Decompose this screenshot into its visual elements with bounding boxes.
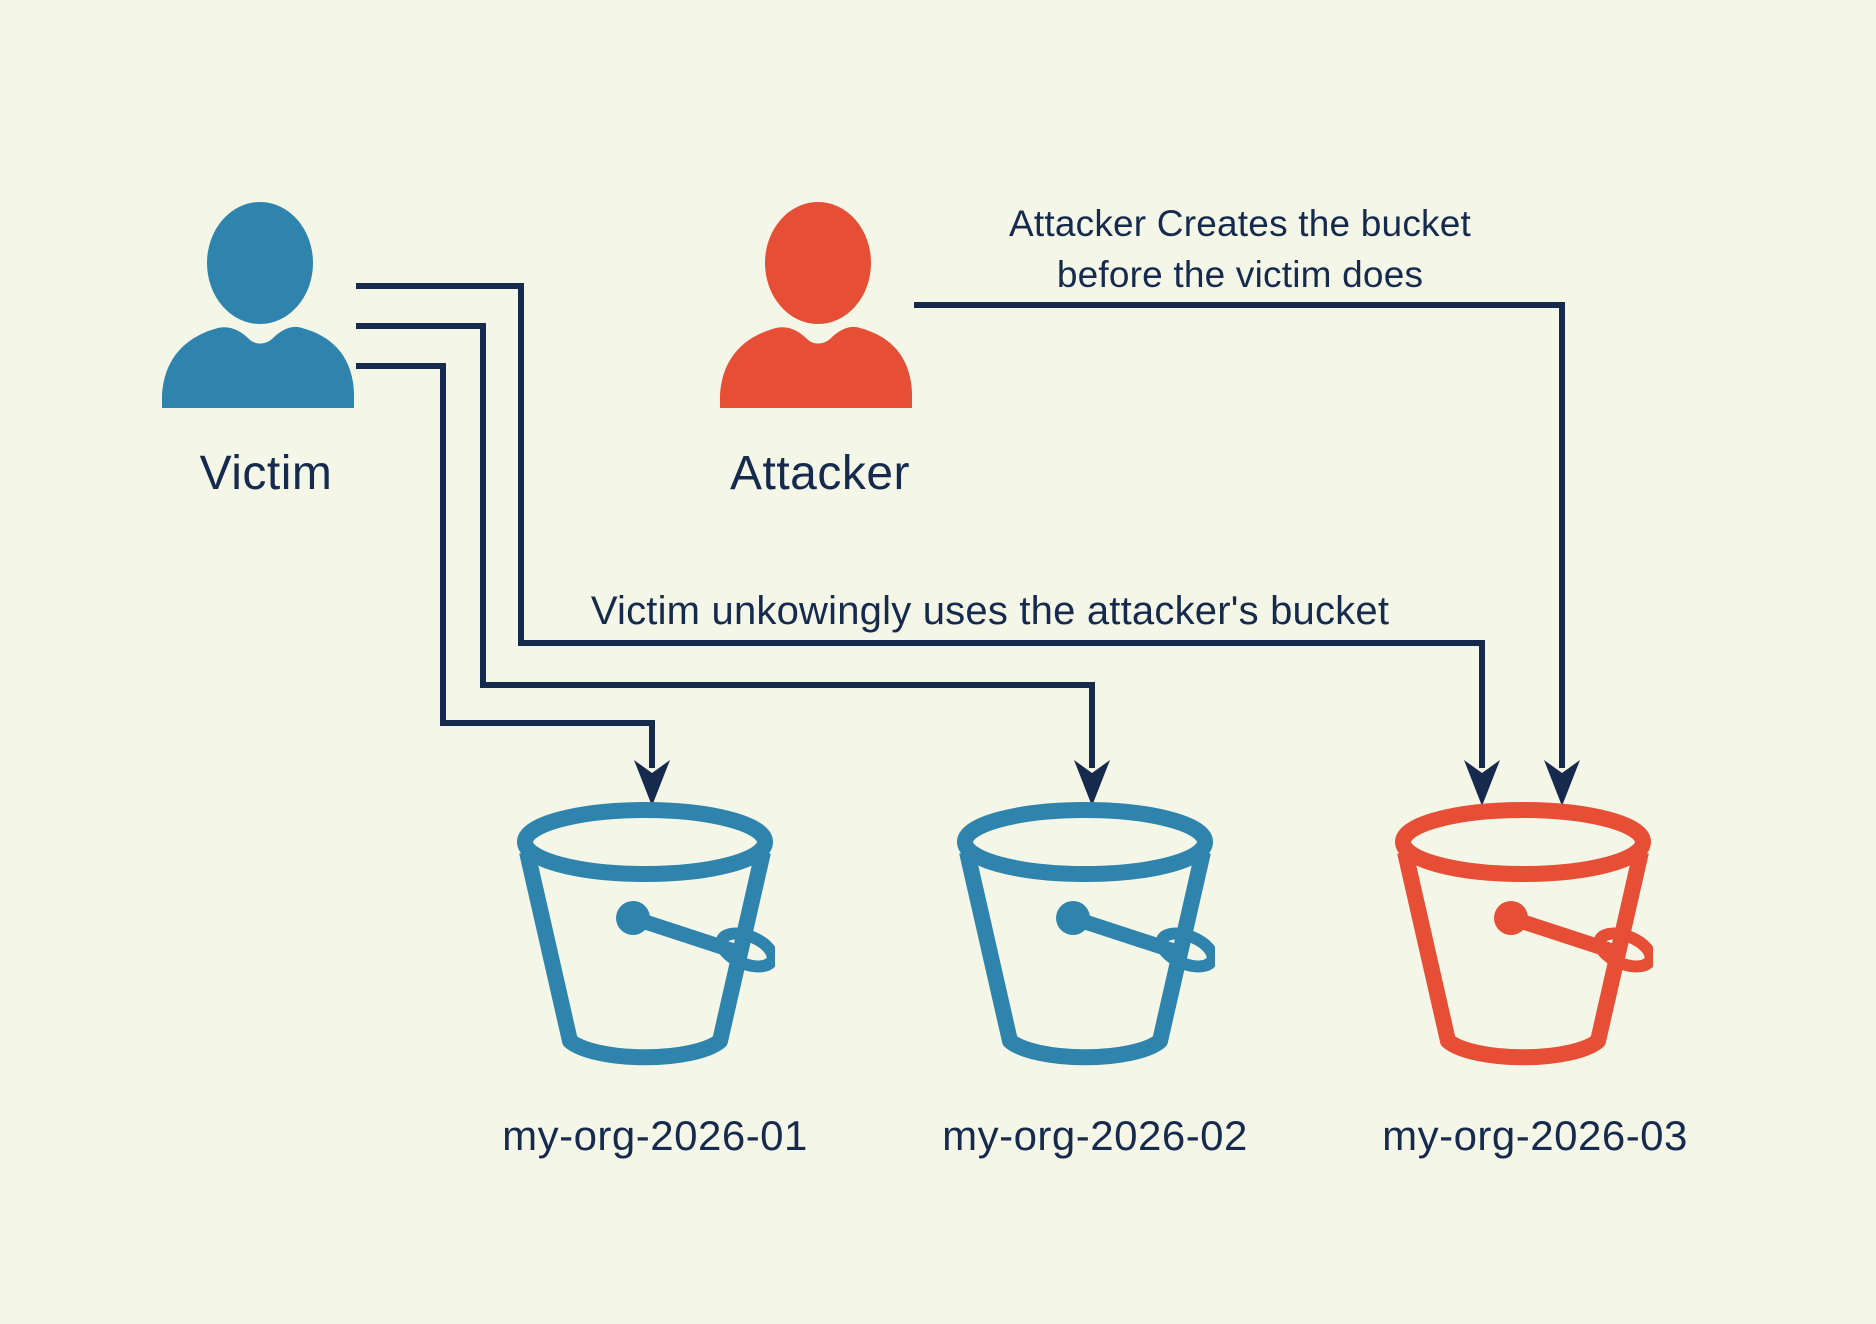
bucket-icon-3 bbox=[1395, 802, 1653, 1066]
victim-label: Victim bbox=[199, 447, 333, 500]
bucket-label-1: my-org-2026-01 bbox=[502, 1112, 808, 1159]
bucket-label-3: my-org-2026-03 bbox=[1382, 1112, 1688, 1159]
attacker-note-line2: before the victim does bbox=[1056, 254, 1424, 295]
bucket-label-2: my-org-2026-02 bbox=[942, 1112, 1248, 1159]
victim-to-bucket1-line bbox=[356, 363, 655, 768]
victim-person-icon bbox=[162, 202, 354, 408]
bucket-icon-1 bbox=[517, 802, 775, 1066]
attacker-note-line1: Attacker Creates the bucket bbox=[1009, 203, 1471, 244]
attacker-note: Attacker Creates the bucket before the v… bbox=[960, 198, 1520, 300]
attacker-label: Attacker bbox=[729, 447, 911, 500]
bucket-icon-2 bbox=[957, 802, 1215, 1066]
attacker-to-bucket3-line bbox=[914, 302, 1565, 768]
victim-note: Victim unkowingly uses the attacker's bu… bbox=[590, 589, 1390, 633]
victim-to-bucket3-line bbox=[356, 283, 1485, 768]
attacker-person-icon bbox=[720, 202, 912, 408]
